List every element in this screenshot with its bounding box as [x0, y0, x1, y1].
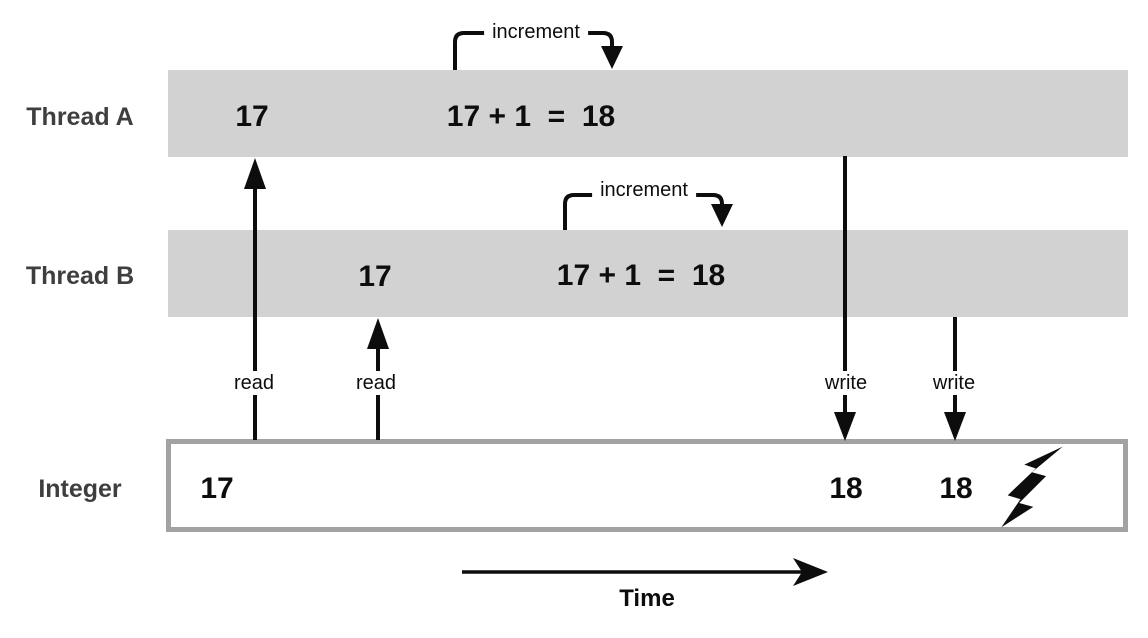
read-b-arrowhead: [367, 318, 389, 349]
thread-a-read-value: 17: [235, 100, 269, 133]
integer-value-write-b: 18: [939, 472, 973, 505]
thread-b-increment-expression: 17 + 1 = 18: [556, 259, 726, 292]
thread-a-row-label: Thread A: [26, 103, 134, 131]
read-a-label: read: [227, 371, 281, 395]
integer-row-label: Integer: [38, 475, 122, 503]
integer-value-initial: 17: [200, 472, 234, 505]
increment-a-arrowhead: [601, 46, 623, 69]
write-a-arrowhead: [834, 412, 856, 441]
thread-a-bar: [168, 70, 1128, 157]
thread-b-row-label: Thread B: [25, 262, 135, 290]
thread-b-read-value: 17: [358, 260, 392, 293]
read-b-label: read: [349, 371, 403, 395]
integer-value-write-a: 18: [829, 472, 863, 505]
read-a-arrowhead: [244, 158, 266, 189]
thread-a-increment-expression: 17 + 1 = 18: [446, 100, 616, 133]
write-b-label: write: [926, 371, 982, 395]
increment-b-arrowhead: [711, 204, 733, 227]
increment-a-label: increment: [484, 20, 588, 44]
integer-memory-box: [166, 439, 1128, 532]
write-a-label: write: [818, 371, 874, 395]
increment-b-label: increment: [592, 178, 696, 202]
write-b-arrowhead: [944, 412, 966, 441]
time-axis-label: Time: [619, 585, 675, 612]
time-axis-arrowhead: [793, 558, 828, 586]
thread-b-bar: [168, 230, 1128, 317]
